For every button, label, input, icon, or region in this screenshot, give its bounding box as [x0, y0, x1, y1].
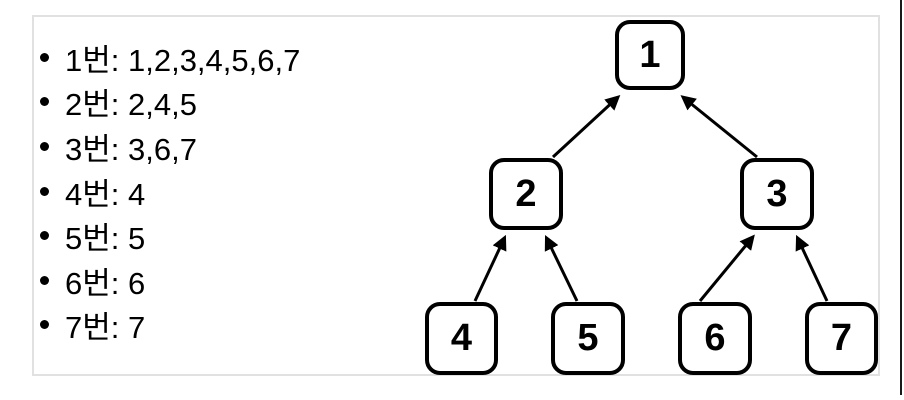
list-item: 3번: 3,6,7 [34, 124, 300, 169]
list-item-text: 3번: 3,6,7 [65, 131, 197, 167]
node-label: 6 [704, 317, 726, 359]
tree-node-3: 3 [740, 158, 814, 230]
edge-4-2 [473, 234, 507, 302]
list-item: 7번: 7 [34, 303, 300, 348]
node-label: 1 [639, 33, 661, 76]
list-item-text: 7번: 7 [65, 310, 146, 346]
list-item: 5번: 5 [34, 213, 300, 258]
node-label: 5 [577, 317, 599, 359]
list-item-text: 4번: 4 [65, 176, 146, 212]
bullet-icon [40, 231, 49, 241]
bullet-icon [40, 141, 49, 151]
subtree-list: 1번: 1,2,3,4,5,6,7 2번: 2,4,5 3번: 3,6,7 4번… [34, 35, 300, 347]
edge-5-2 [544, 234, 579, 302]
tree-node-1: 1 [615, 20, 685, 90]
list-item: 6번: 6 [34, 258, 300, 303]
edge-6-3 [698, 234, 755, 302]
bullet-icon [40, 186, 49, 196]
node-label: 3 [766, 172, 788, 215]
bullet-icon [40, 275, 49, 285]
list-item: 2번: 2,4,5 [34, 80, 300, 125]
list-item: 1번: 1,2,3,4,5,6,7 [34, 35, 300, 80]
node-label: 2 [515, 172, 537, 215]
list-item: 4번: 4 [34, 169, 300, 214]
tree-node-4: 4 [425, 302, 498, 375]
node-label: 7 [830, 317, 853, 359]
tree-node-6: 6 [678, 302, 752, 375]
list-item-text: 1번: 1,2,3,4,5,6,7 [65, 42, 301, 78]
bullet-icon [40, 97, 49, 107]
edge-3-1 [680, 95, 758, 159]
list-item-text: 2번: 2,4,5 [65, 87, 197, 123]
edge-2-1 [551, 94, 621, 159]
tree-node-2: 2 [489, 158, 563, 230]
list-item-text: 5번: 5 [65, 221, 146, 257]
edge-7-3 [795, 234, 829, 302]
bullet-icon [40, 52, 49, 62]
tree-node-7: 7 [805, 302, 878, 375]
cropped-frame-edge [900, 0, 902, 395]
tree-node-5: 5 [551, 302, 625, 375]
list-item-text: 6번: 6 [65, 265, 146, 301]
bullet-icon [40, 320, 49, 330]
node-label: 4 [450, 317, 473, 359]
